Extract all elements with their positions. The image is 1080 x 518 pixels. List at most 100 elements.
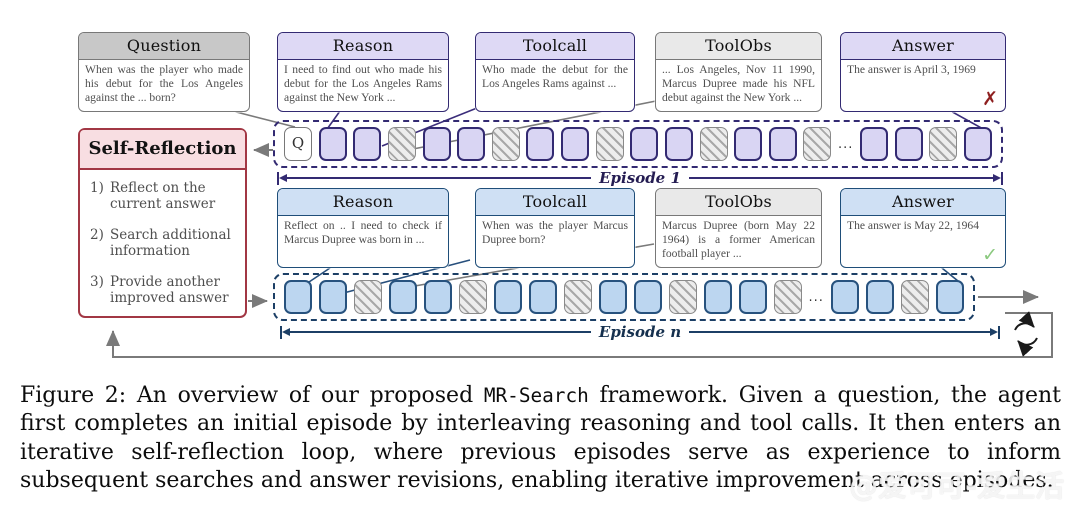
- token-model: [561, 127, 589, 161]
- box-title: Answer: [841, 33, 1005, 60]
- token-model: [963, 127, 992, 161]
- item-text: Search additional information: [110, 226, 231, 259]
- box-body: Who made the debut for the Los Angeles R…: [482, 63, 628, 91]
- token-model: [860, 127, 889, 161]
- token-observation: [491, 127, 520, 161]
- span-line: [290, 331, 591, 333]
- box-title: ToolObs: [656, 33, 821, 60]
- self-reflection-title: Self-Reflection: [80, 130, 245, 170]
- token-model: [830, 280, 859, 314]
- token-observation: [563, 280, 592, 314]
- ellipsis: ...: [808, 289, 824, 305]
- ellipsis: ...: [838, 136, 854, 152]
- token-observation: [929, 127, 958, 161]
- token-model: [526, 127, 555, 161]
- caption-prefix: Figure 2: An overview of our proposed: [20, 383, 484, 408]
- token-observation: [595, 127, 624, 161]
- token-observation: [900, 280, 929, 314]
- token-model: [865, 280, 894, 314]
- token-model: [284, 280, 312, 314]
- item-text: Reflect on the current answer: [110, 180, 216, 212]
- watermark: @爱可可-爱生活: [848, 469, 1064, 503]
- token-observation: [458, 280, 487, 314]
- box-body: The answer is April 3, 1969✗: [847, 63, 998, 110]
- span-line: [287, 177, 592, 179]
- item-number: 3): [90, 273, 104, 290]
- wrong-answer-icon: ✗: [982, 87, 998, 110]
- box-body: ... Los Angeles, Nov 11 1990, Marcus Dup…: [662, 63, 815, 105]
- box-body: I need to find out who made his debut fo…: [284, 63, 442, 105]
- box-title: Reason: [278, 189, 448, 216]
- episode-label: Episode n: [598, 323, 682, 341]
- box-title: Toolcall: [476, 33, 634, 60]
- token-model: [768, 127, 797, 161]
- token-model: [422, 127, 451, 161]
- token-model: [935, 280, 964, 314]
- box-title: Answer: [841, 189, 1005, 216]
- toolobs-box-episode1: ToolObs ... Los Angeles, Nov 11 1990, Mar…: [655, 32, 822, 112]
- box-body: When was the player who made his debut f…: [85, 63, 243, 105]
- caption-code-term: MR-Search: [483, 384, 589, 407]
- episode-label: Episode 1: [599, 169, 681, 187]
- token-model: [734, 127, 763, 161]
- span-endbar: [1001, 171, 1004, 185]
- token-observation: [353, 280, 382, 314]
- token-model: [388, 280, 417, 314]
- token-model: [630, 127, 659, 161]
- token-model: [493, 280, 522, 314]
- box-body: Reflect on .. I need to check if Marcus …: [284, 219, 442, 247]
- box-body: The answer is May 22, 1964✓: [847, 219, 998, 266]
- span-line: [689, 331, 991, 333]
- self-reflection-item: 1) Reflect on the current answer: [90, 180, 237, 213]
- token-model: [353, 127, 382, 161]
- span-endbar: [277, 171, 279, 185]
- episode1-token-track: Q...: [273, 120, 1003, 168]
- span-endbar: [998, 325, 1001, 339]
- arrow-left-icon: [282, 328, 290, 336]
- token-model: [318, 280, 347, 314]
- token-model: [318, 127, 347, 161]
- item-text: Provide another improved answer: [110, 273, 229, 306]
- box-body: When was the player Marcus Dupree born?: [482, 219, 628, 247]
- arrow-left-icon: [279, 174, 287, 182]
- episode1-span: Episode 1: [277, 169, 1004, 187]
- token-observation: [699, 127, 728, 161]
- caption-suffix: framework. Given a question, the agent f…: [20, 383, 1062, 494]
- token-model: [457, 127, 486, 161]
- box-body: Marcus Dupree (born May 22 1964) is a fo…: [662, 219, 815, 261]
- token-model: [528, 280, 557, 314]
- token-model: [423, 280, 452, 314]
- arrow-right-icon: [993, 174, 1002, 182]
- episode-n-token-track: ...: [273, 273, 975, 321]
- token-observation: [803, 127, 832, 161]
- token-model: [738, 280, 767, 314]
- episode-n-span: Episode n: [280, 323, 1001, 341]
- token-model: [894, 127, 923, 161]
- token-observation: [387, 127, 416, 161]
- token-question: Q: [284, 127, 312, 161]
- token-observation: [773, 280, 802, 314]
- reason-box-episode1: Reason I need to find out who made his de…: [277, 32, 449, 112]
- box-title: Reason: [278, 33, 448, 60]
- box-title: Question: [79, 33, 249, 60]
- span-line: [688, 177, 994, 179]
- token-observation: [668, 280, 697, 314]
- self-reflection-box: Self-Reflection 1) Reflect on the current…: [78, 128, 247, 318]
- arrow-right-icon: [990, 328, 999, 336]
- token-model: [703, 280, 732, 314]
- item-number: 1): [90, 180, 104, 196]
- token-model: [598, 280, 627, 314]
- self-reflection-item: 2)Search additional information: [90, 226, 237, 260]
- correct-answer-icon: ✓: [982, 243, 998, 266]
- self-reflection-list: 1) Reflect on the current answer 2)Search …: [80, 170, 245, 307]
- figure-caption: Figure 2: An overview of our proposed MR…: [20, 382, 1061, 496]
- span-endbar: [280, 325, 282, 339]
- box-title: Toolcall: [476, 189, 634, 216]
